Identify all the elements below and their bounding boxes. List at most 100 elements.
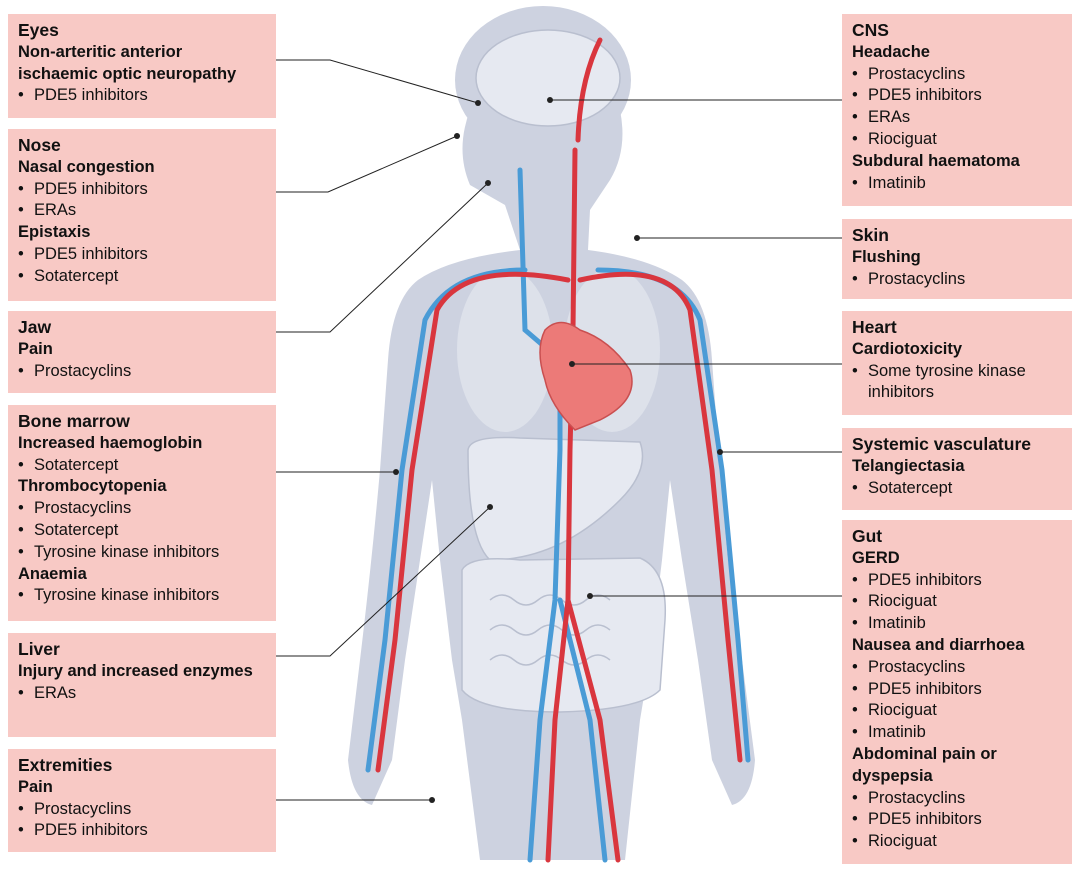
effect-heading: Injury and increased enzymes bbox=[18, 661, 253, 680]
brain bbox=[475, 29, 621, 127]
drug-label: Some tyrosine kinase inhibitors bbox=[868, 361, 1026, 402]
effect-heading: Nausea and diarrhoea bbox=[852, 635, 1025, 654]
skin-panel: SkinFlushingProstacyclins bbox=[842, 219, 1072, 299]
drug-item: Riociguat bbox=[852, 831, 1062, 853]
effect-heading: Anaemia bbox=[18, 564, 87, 583]
drug-item: Prostacyclins bbox=[852, 64, 1062, 86]
panel-title: Skin bbox=[852, 225, 889, 245]
drug-label: Sotatercept bbox=[868, 478, 953, 497]
gut-panel: GutGERDPDE5 inhibitorsRiociguatImatinibN… bbox=[842, 520, 1072, 864]
drug-label: PDE5 inhibitors bbox=[34, 821, 148, 840]
drug-item: ERAs bbox=[18, 200, 266, 222]
drug-item: Some tyrosine kinase inhibitors bbox=[852, 361, 1062, 405]
drug-item: PDE5 inhibitors bbox=[18, 820, 266, 842]
heart-panel: HeartCardiotoxicitySome tyrosine kinase … bbox=[842, 311, 1072, 415]
panel-title: Jaw bbox=[18, 317, 52, 337]
systemic-vasculature-panel: Systemic vasculatureTelangiectasiaSotate… bbox=[842, 428, 1072, 510]
effect-heading: Nasal congestion bbox=[18, 157, 155, 176]
effect-heading: Subdural haematoma bbox=[852, 151, 1020, 170]
drug-label: Prostacyclins bbox=[34, 499, 132, 518]
effect-heading: Increased haemoglobin bbox=[18, 433, 203, 452]
drug-item: Tyrosine kinase inhibitors bbox=[18, 542, 266, 564]
drug-label: Riociguat bbox=[868, 129, 937, 148]
drug-item: Riociguat bbox=[852, 591, 1062, 613]
drug-item: Imatinib bbox=[852, 613, 1062, 635]
drug-label: Tyrosine kinase inhibitors bbox=[34, 586, 220, 605]
drug-label: PDE5 inhibitors bbox=[868, 86, 982, 105]
drug-label: PDE5 inhibitors bbox=[34, 86, 148, 105]
drug-item: Sotatercept bbox=[18, 266, 266, 288]
effect-heading: Pain bbox=[18, 777, 53, 796]
panel-title: Eyes bbox=[18, 20, 59, 40]
panel-title: Systemic vasculature bbox=[852, 434, 1031, 454]
drug-item: Prostacyclins bbox=[18, 498, 266, 520]
effect-heading: Pain bbox=[18, 339, 53, 358]
effect-heading: Epistaxis bbox=[18, 223, 91, 242]
effect-heading: Abdominal pain or dyspepsia bbox=[852, 744, 997, 785]
panel-title: Heart bbox=[852, 317, 897, 337]
drug-item: ERAs bbox=[18, 683, 266, 705]
drug-item: Prostacyclins bbox=[852, 788, 1062, 810]
drug-label: ERAs bbox=[868, 108, 911, 127]
drug-item: PDE5 inhibitors bbox=[852, 809, 1062, 831]
drug-label: Prostacyclins bbox=[868, 269, 966, 288]
drug-label: Prostacyclins bbox=[34, 799, 132, 818]
panel-title: Bone marrow bbox=[18, 411, 130, 431]
leader-lines bbox=[276, 59, 842, 801]
drug-label: Imatinib bbox=[868, 614, 926, 633]
effect-heading: Non-arteritic anterior ischaemic optic n… bbox=[18, 42, 237, 83]
drug-label: Riociguat bbox=[868, 701, 937, 720]
panel-title: Extremities bbox=[18, 755, 113, 775]
drug-item: Sotatercept bbox=[18, 520, 266, 542]
arteries bbox=[375, 37, 743, 863]
drug-label: PDE5 inhibitors bbox=[868, 810, 982, 829]
drug-item: Tyrosine kinase inhibitors bbox=[18, 585, 266, 607]
drug-label: PDE5 inhibitors bbox=[868, 570, 982, 589]
drug-label: Prostacyclins bbox=[868, 788, 966, 807]
jaw-panel: JawPainProstacyclins bbox=[8, 311, 276, 393]
effect-heading: Cardiotoxicity bbox=[852, 339, 963, 358]
drug-label: PDE5 inhibitors bbox=[34, 179, 148, 198]
effect-heading: Headache bbox=[852, 42, 930, 61]
drug-item: PDE5 inhibitors bbox=[852, 679, 1062, 701]
panel-title: Gut bbox=[852, 526, 883, 546]
drug-item: Sotatercept bbox=[18, 455, 266, 477]
drug-item: PDE5 inhibitors bbox=[18, 179, 266, 201]
drug-label: Sotatercept bbox=[34, 266, 119, 285]
drug-label: Prostacyclins bbox=[868, 657, 966, 676]
drug-label: Prostacyclins bbox=[868, 64, 966, 83]
drug-item: Imatinib bbox=[852, 173, 1062, 195]
drug-item: ERAs bbox=[852, 107, 1062, 129]
heart bbox=[539, 321, 633, 431]
effect-heading: GERD bbox=[852, 548, 900, 567]
drug-label: Riociguat bbox=[868, 832, 937, 851]
drug-item: PDE5 inhibitors bbox=[852, 570, 1062, 592]
drug-label: Imatinib bbox=[868, 173, 926, 192]
liver bbox=[467, 436, 644, 561]
drug-label: PDE5 inhibitors bbox=[34, 244, 148, 263]
cns-panel: CNS HeadacheProstacyclinsPDE5 inhibitorsE… bbox=[842, 14, 1072, 206]
drug-label: Imatinib bbox=[868, 723, 926, 742]
drug-item: PDE5 inhibitors bbox=[18, 85, 266, 107]
effect-heading: Flushing bbox=[852, 247, 921, 266]
drug-item: Prostacyclins bbox=[18, 799, 266, 821]
extremities-panel: ExtremitiesPainProstacyclinsPDE5 inhibit… bbox=[8, 749, 276, 852]
drug-item: Prostacyclins bbox=[18, 361, 266, 383]
panel-title: Liver bbox=[18, 639, 60, 659]
drug-label: ERAs bbox=[34, 201, 77, 220]
drug-item: Riociguat bbox=[852, 700, 1062, 722]
panel-title: CNS bbox=[852, 20, 889, 40]
drug-item: Imatinib bbox=[852, 722, 1062, 744]
drug-item: PDE5 inhibitors bbox=[852, 85, 1062, 107]
drug-item: Riociguat bbox=[852, 129, 1062, 151]
drug-item: Sotatercept bbox=[852, 478, 1062, 500]
drug-label: PDE5 inhibitors bbox=[868, 679, 982, 698]
drug-label: Sotatercept bbox=[34, 520, 119, 539]
effect-heading: Telangiectasia bbox=[852, 456, 965, 475]
panel-title: Nose bbox=[18, 135, 61, 155]
drug-label: Tyrosine kinase inhibitors bbox=[34, 542, 220, 561]
drug-label: Sotatercept bbox=[34, 455, 119, 474]
